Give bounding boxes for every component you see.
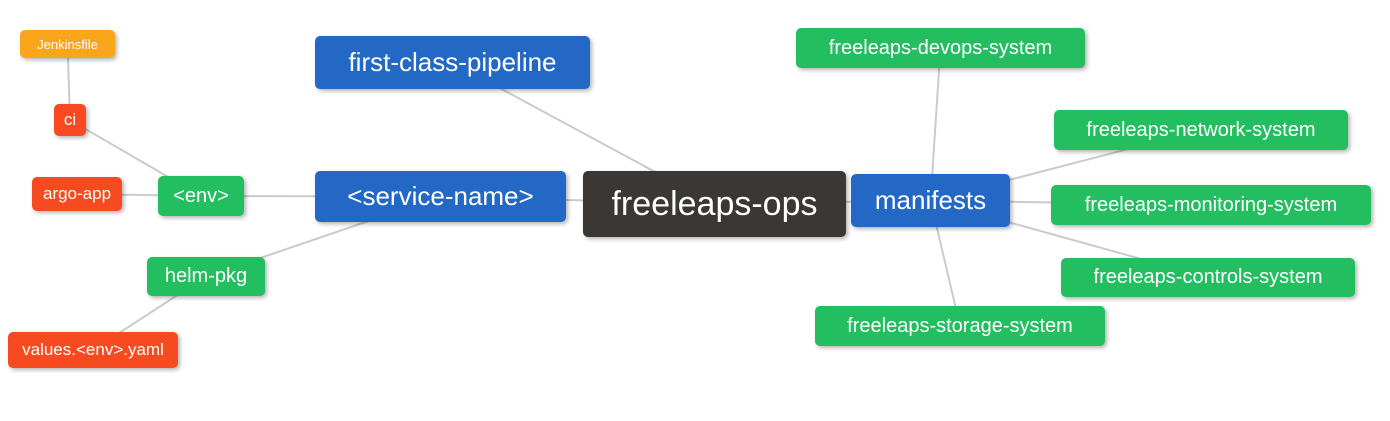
node-freeleaps-controls-system[interactable]: freeleaps-controls-system — [1061, 258, 1355, 297]
node-manifests[interactable]: manifests — [851, 174, 1010, 227]
node-env[interactable]: <env> — [158, 176, 244, 216]
node-values-env-yaml[interactable]: values.<env>.yaml — [8, 332, 178, 368]
node-service-name[interactable]: <service-name> — [315, 171, 566, 222]
node-freeleaps-storage-system[interactable]: freeleaps-storage-system — [815, 306, 1105, 346]
node-ci[interactable]: ci — [54, 104, 86, 136]
node-helm-pkg[interactable]: helm-pkg — [147, 257, 265, 296]
node-first-class-pipeline[interactable]: first-class-pipeline — [315, 36, 590, 89]
node-freeleaps-monitoring-system[interactable]: freeleaps-monitoring-system — [1051, 185, 1371, 225]
node-freeleaps-devops-system[interactable]: freeleaps-devops-system — [796, 28, 1085, 68]
node-argo-app[interactable]: argo-app — [32, 177, 122, 211]
node-freeleaps-network-system[interactable]: freeleaps-network-system — [1054, 110, 1348, 150]
node-freeleaps-ops[interactable]: freeleaps-ops — [583, 171, 846, 237]
node-jenkinsfile[interactable]: Jenkinsfile — [20, 30, 115, 58]
